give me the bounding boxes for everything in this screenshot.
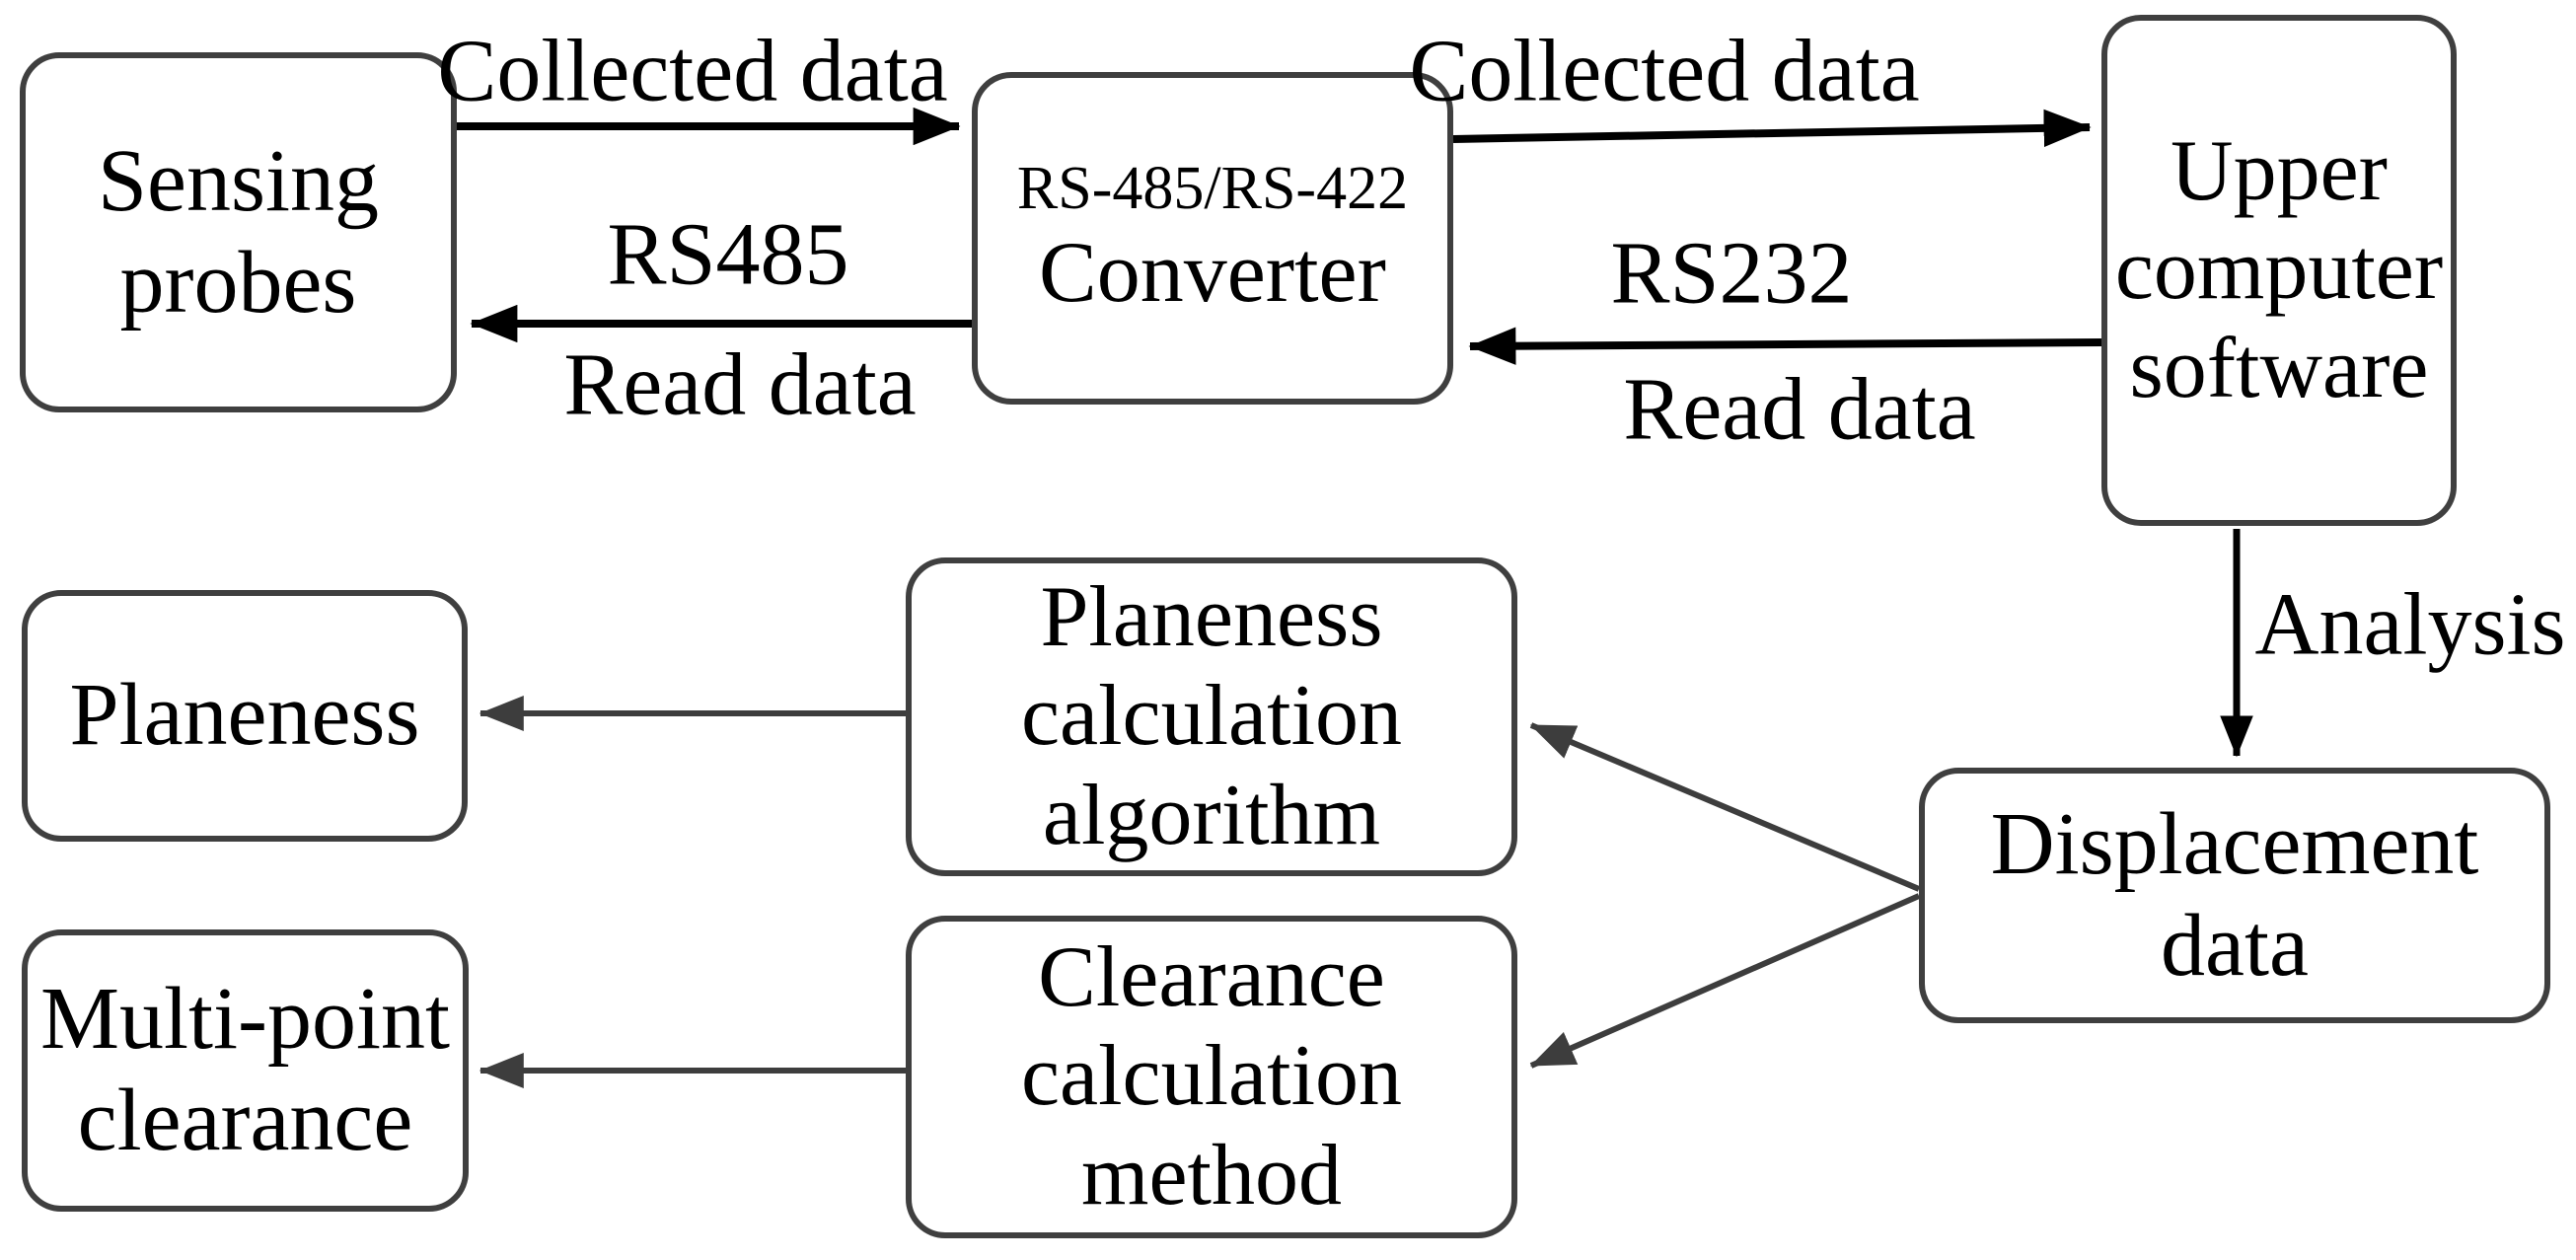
- box-displacement-line2: data: [2161, 896, 2309, 995]
- box-converter-line1: RS-485/RS-422: [1016, 155, 1409, 222]
- box-clearance-calculation-method: Clearance calculation method: [906, 916, 1517, 1238]
- arrow-displacement-to-planeness-calc: [1529, 722, 1921, 892]
- box-clearance-calc-line3: method: [1081, 1127, 1342, 1223]
- box-upper-line3: software: [2129, 321, 2429, 417]
- box-planeness-calc-line2: calculation: [1020, 668, 1403, 765]
- label-read-data-2: Read data: [1623, 360, 1976, 459]
- box-planeness-calc-label: Planeness calculation algorithm: [1021, 568, 1402, 865]
- box-planeness: Planeness: [22, 590, 468, 842]
- box-planeness-line1: Planeness: [69, 666, 420, 765]
- box-sensing-probes-line1: Sensing: [97, 131, 380, 230]
- box-upper-computer-software-label: Upper computer software: [2115, 122, 2443, 419]
- box-clearance-calc-line1: Clearance: [1038, 929, 1385, 1026]
- box-displacement-line1: Displacement: [1990, 794, 2479, 893]
- box-planeness-label: Planeness: [70, 665, 420, 767]
- box-multi-point-clearance: Multi-point clearance: [22, 929, 469, 1212]
- arrow-displacement-to-clearance-calc: [1529, 893, 1921, 1069]
- box-upper-line2: computer: [2114, 221, 2444, 318]
- box-displacement-data: Displacement data: [1919, 768, 2550, 1023]
- arrow-converter-to-upper: [1452, 109, 2092, 148]
- arrow-upper-to-converter: [1468, 327, 2102, 365]
- box-multipoint-line2: clearance: [77, 1072, 413, 1169]
- box-clearance-calc-line2: calculation: [1020, 1028, 1403, 1125]
- label-read-data-1: Read data: [563, 335, 917, 434]
- box-multipoint-line1: Multi-point: [39, 970, 451, 1069]
- label-rs232: RS232: [1610, 224, 1853, 323]
- box-sensing-probes-line2: probes: [119, 233, 357, 332]
- box-planeness-calc-line1: Planeness: [1040, 569, 1383, 666]
- box-converter-line2: Converter: [1039, 224, 1386, 321]
- box-clearance-calc-label: Clearance calculation method: [1021, 928, 1402, 1225]
- label-collected-data-2: Collected data: [1409, 22, 1920, 120]
- box-upper-computer-software: Upper computer software: [2101, 15, 2457, 526]
- box-sensing-probes-label: Sensing probes: [98, 131, 379, 334]
- label-rs485: RS485: [607, 205, 849, 304]
- label-collected-data-1: Collected data: [437, 22, 948, 120]
- box-converter-label: RS-485/RS-422 Converter: [1017, 154, 1408, 323]
- box-upper-line1: Upper: [2171, 122, 2388, 219]
- box-sensing-probes: Sensing probes: [20, 52, 457, 412]
- box-displacement-data-label: Displacement data: [1991, 794, 2479, 997]
- box-converter: RS-485/RS-422 Converter: [972, 72, 1453, 405]
- box-planeness-calc-line3: algorithm: [1042, 767, 1381, 863]
- box-planeness-calculation-algorithm: Planeness calculation algorithm: [906, 557, 1517, 876]
- label-analysis: Analysis: [2254, 575, 2566, 674]
- box-multipoint-label: Multi-point clearance: [40, 969, 450, 1171]
